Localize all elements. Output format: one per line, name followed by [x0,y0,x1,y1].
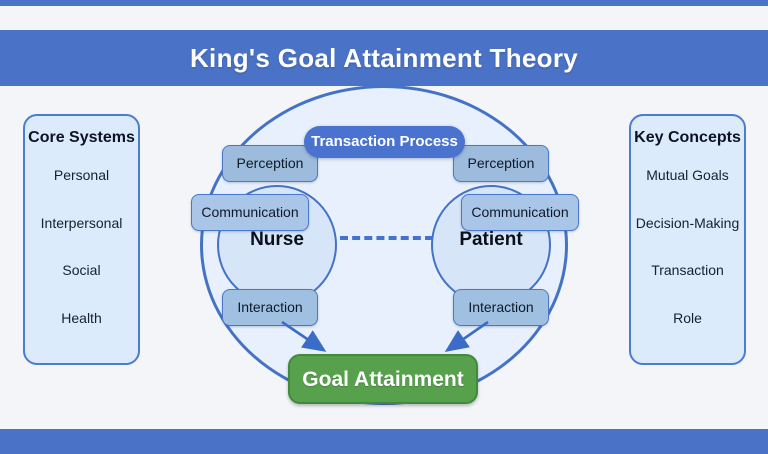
core-systems-item-health: Health [61,310,102,326]
goal-attainment-box: Goal Attainment [288,354,478,404]
core-systems-title: Core Systems [28,129,135,146]
patient-label: Patient [459,229,523,250]
communication-box-nurse: Communication [191,194,309,231]
communication-box-patient: Communication [461,194,579,231]
key-concepts-item-decision-making: Decision-Making [635,215,740,231]
nurse-patient-dashed-link [340,236,433,240]
bottom-accent-bar [0,429,768,454]
core-systems-item-interpersonal: Interpersonal [40,215,123,231]
transaction-process-pill: Transaction Process [304,126,465,158]
page-title: King's Goal Attainment Theory [189,43,579,73]
interaction-box-nurse: Interaction [222,289,318,326]
core-systems-panel: Core Systems Personal Interpersonal Soci… [23,114,140,365]
nurse-label: Nurse [250,229,304,250]
perception-box-nurse: Perception [222,145,318,182]
core-systems-item-personal: Personal [53,167,110,183]
interaction-box-patient: Interaction [453,289,549,326]
key-concepts-title: Key Concepts [634,129,741,146]
core-systems-item-social: Social [62,262,101,278]
top-accent-bar [0,0,768,6]
key-concepts-item-mutual-goals: Mutual Goals [646,167,729,183]
header-bar [0,30,768,86]
key-concepts-item-role: Role [673,310,702,326]
perception-box-patient: Perception [453,145,549,182]
key-concepts-panel: Key Concepts Mutual Goals Decision-Makin… [629,114,746,365]
key-concepts-item-transaction: Transaction [651,262,724,278]
